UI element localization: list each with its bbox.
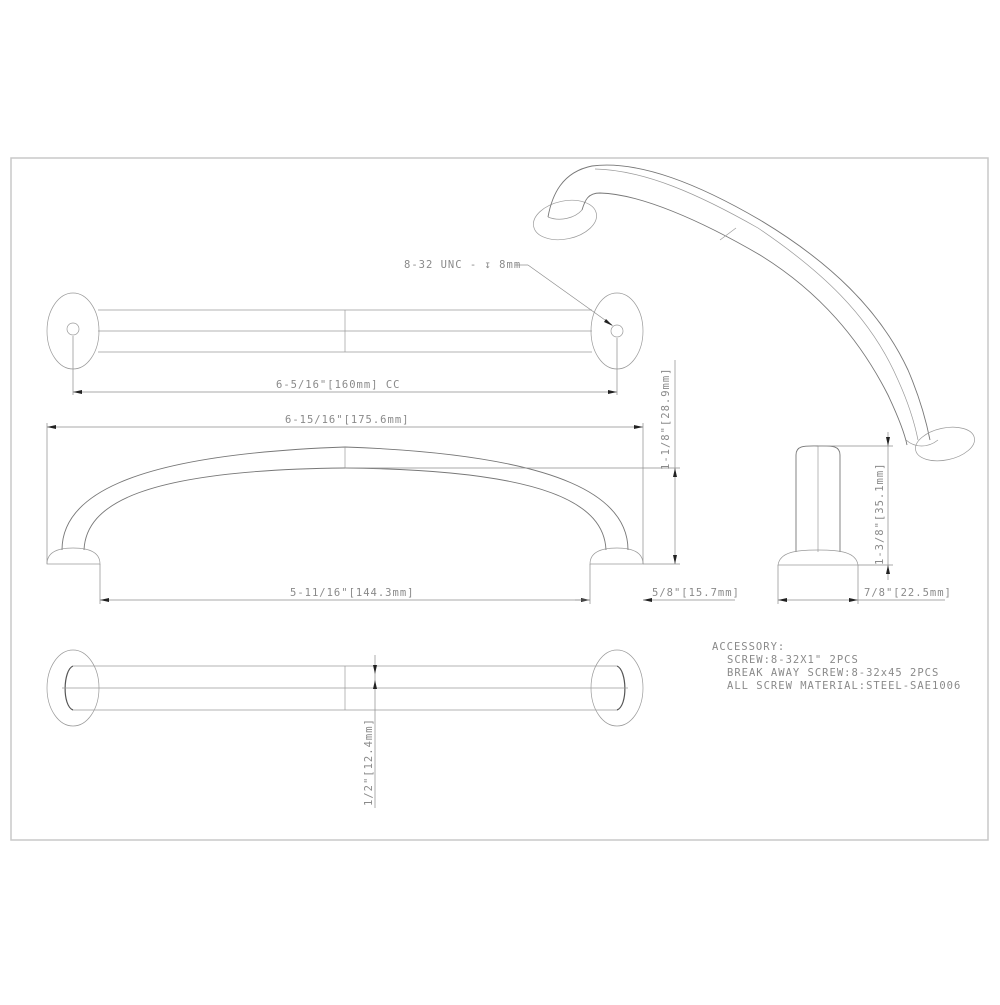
dim-inner-span: 5-11/16"[144.3mm] <box>290 587 414 599</box>
drawing-frame <box>10 157 989 841</box>
top-view: 6-5/16"[160mm] CC 8-32 UNC - ↧ 8mm <box>46 259 644 395</box>
front-view: 6-15/16"[175.6mm] 1-1/8"[28.9mm] 5-11/16… <box>46 360 740 604</box>
dim-side-width: 7/8"[22.5mm] <box>864 587 952 599</box>
side-view: 1-3/8"[35.1mm] 7/8"[22.5mm] <box>777 432 952 604</box>
dim-overall-length: 6-15/16"[175.6mm] <box>285 414 409 426</box>
accessory-line-screw: SCREW:8-32X1" 2PCS <box>727 654 859 666</box>
dim-base-width: 5/8"[15.7mm] <box>652 587 740 599</box>
dim-bar-diameter: 1/2"[12.4mm] <box>363 718 375 806</box>
dim-center-to-center: 6-5/16"[160mm] CC <box>276 379 400 391</box>
isometric-view <box>533 164 975 462</box>
accessory-line-material: ALL SCREW MATERIAL:STEEL-SAE1006 <box>727 680 961 692</box>
dim-projection: 1-1/8"[28.9mm] <box>660 367 672 470</box>
thread-callout: 8-32 UNC - ↧ 8mm <box>404 259 521 271</box>
accessory-title: ACCESSORY: <box>712 641 785 653</box>
dim-side-height: 1-3/8"[35.1mm] <box>874 462 886 565</box>
bottom-view: 1/2"[12.4mm] <box>46 649 644 808</box>
accessory-note: ACCESSORY: SCREW:8-32X1" 2PCS BREAK AWAY… <box>712 641 961 692</box>
accessory-line-break-away-screw: BREAK AWAY SCREW:8-32x45 2PCS <box>727 667 939 679</box>
